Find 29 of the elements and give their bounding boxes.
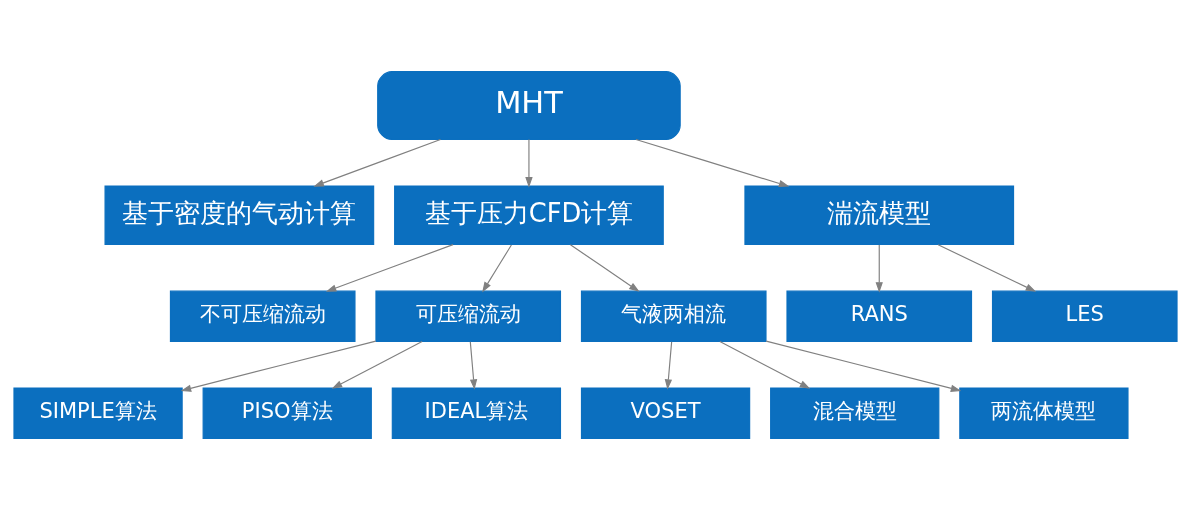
arrow (719, 341, 811, 389)
arrow (482, 244, 512, 293)
arrow (180, 340, 377, 392)
arrow (937, 244, 1037, 292)
node-box: IDEAL算法 (391, 387, 562, 439)
node-box: 混合模型 (770, 387, 940, 439)
node-box: 两流体模型 (959, 387, 1129, 439)
arrow (664, 341, 673, 390)
node-box: 气液两相流 (580, 290, 767, 342)
arrow (469, 341, 478, 390)
arrow (525, 138, 533, 188)
arrow (325, 244, 454, 292)
node-box: SIMPLE算法 (13, 387, 183, 439)
node-box: MHT (377, 71, 681, 140)
node-box: RANS (786, 290, 973, 342)
node-box: 基于密度的气动计算 (104, 185, 375, 246)
node-box: LES (991, 290, 1178, 342)
arrow (875, 244, 883, 293)
node-box: 不可压缩流动 (169, 290, 356, 342)
arrow (569, 244, 640, 292)
arrow (765, 340, 962, 392)
arrow (635, 138, 790, 187)
arrow (313, 138, 442, 187)
arrow (331, 341, 423, 389)
node-box: 基于压力CFD计算 (394, 185, 664, 246)
node-box: VOSET (580, 387, 751, 439)
node-box: 湍流模型 (744, 185, 1015, 246)
node-box: PISO算法 (202, 387, 372, 439)
node-box: 可压缩流动 (375, 290, 562, 342)
